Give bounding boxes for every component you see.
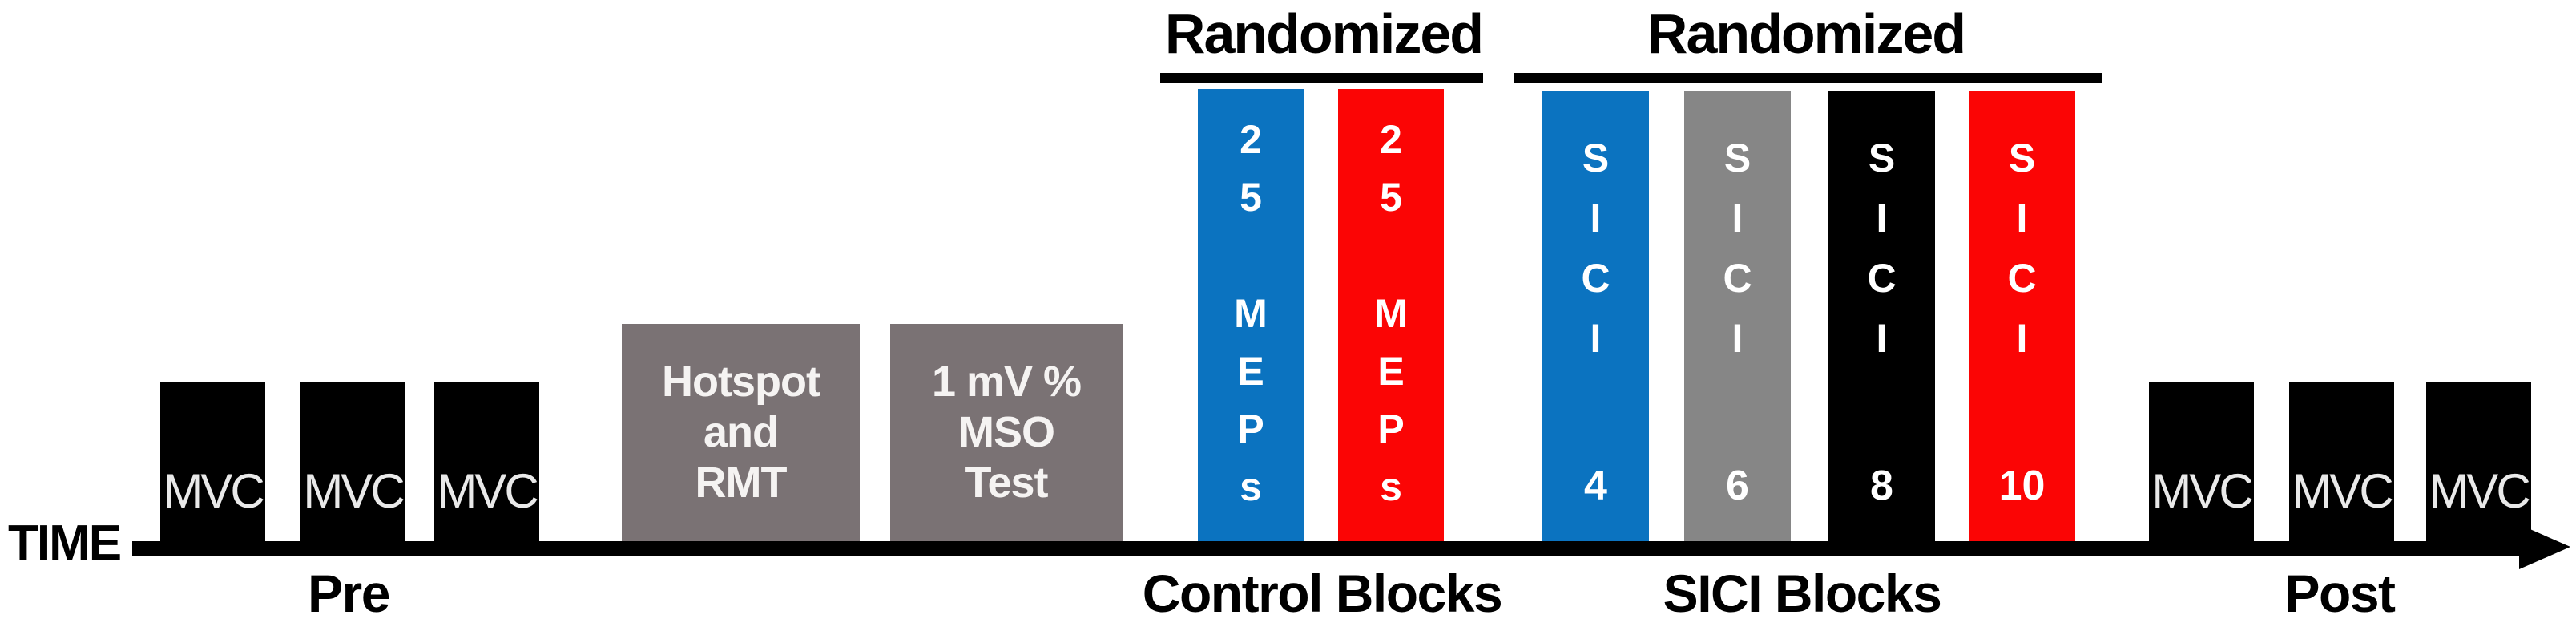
time-axis-label: TIME — [8, 516, 122, 571]
sici-bar-6: S I C I 6 — [1684, 91, 1791, 541]
sici-blocks-label: SICI Blocks — [1663, 564, 1942, 623]
setup-block-line: RMT — [695, 459, 788, 507]
bar-count-chars: 2 5 — [1240, 117, 1262, 220]
pre-phase-label: Pre — [308, 564, 390, 623]
time-axis-line — [132, 541, 2522, 556]
mvc-block-label: MVC — [2151, 464, 2253, 518]
mvc-block-label: MVC — [437, 464, 538, 518]
post-mvc-block-3: MVC — [2426, 382, 2531, 541]
sici-bar-4: S I C I 4 — [1542, 91, 1649, 541]
setup-block-line: Test — [965, 459, 1048, 507]
mvc-block-label: MVC — [2429, 464, 2530, 518]
setup-block-line: Hotspot — [662, 358, 820, 406]
bar-letters: S I C I — [1581, 135, 1611, 361]
sici-bar-10: S I C I 10 — [1969, 91, 2075, 541]
mvc-block-label: MVC — [2292, 464, 2393, 518]
sici-randomized-underline — [1514, 73, 2102, 83]
post-mvc-block-2: MVC — [2289, 382, 2394, 541]
pre-mvc-block-2: MVC — [300, 382, 405, 541]
bar-word-chars: M E P s — [1374, 291, 1408, 509]
pre-mvc-block-3: MVC — [434, 382, 539, 541]
setup-block-line: MSO — [957, 408, 1055, 456]
bar-count-chars: 2 5 — [1380, 117, 1402, 220]
bar-word-chars: M E P s — [1234, 291, 1268, 509]
control-randomized-underline — [1160, 73, 1483, 83]
post-phase-label: Post — [2284, 564, 2396, 623]
sici-bar-8: S I C I 8 — [1828, 91, 1935, 541]
sici-randomized-header: Randomized — [1647, 2, 1966, 65]
sici-bar-number: 4 — [1584, 463, 1607, 509]
sici-bar-number: 6 — [1726, 463, 1749, 509]
post-mvc-block-1: MVC — [2149, 382, 2254, 541]
mvc-block-label: MVC — [303, 464, 405, 518]
bar-letters: S I C I — [2007, 135, 2037, 361]
setup-block-line: and — [703, 408, 779, 456]
control-randomized-header: Randomized — [1164, 2, 1484, 65]
mso-test-block: 1 mV % MSO Test — [890, 324, 1123, 541]
bar-letters: S I C I — [1867, 135, 1897, 361]
hotspot-rmt-block: Hotspot and RMT — [622, 324, 860, 541]
pre-mvc-block-1: MVC — [160, 382, 265, 541]
control-bar-25meps-blue: 2 5 M E P s — [1198, 89, 1304, 541]
control-bar-25meps-red: 2 5 M E P s — [1338, 89, 1444, 541]
mvc-block-label: MVC — [163, 464, 264, 518]
setup-block-line: 1 mV % — [931, 358, 1082, 406]
sici-bar-number: 8 — [1870, 463, 1893, 509]
bar-letters: S I C I — [1723, 135, 1752, 361]
sici-bar-number: 10 — [1998, 463, 2046, 509]
control-blocks-label: Control Blocks — [1142, 564, 1503, 623]
